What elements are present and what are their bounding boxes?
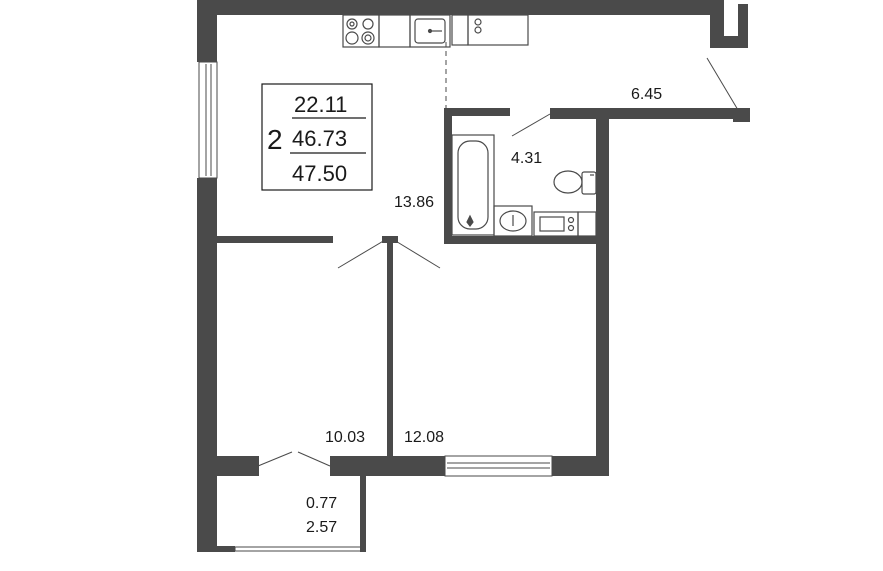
wall-bottom-left (197, 456, 259, 476)
window-left (198, 61, 218, 179)
wall-bottom-right (552, 456, 609, 476)
wall-right-corridor (550, 108, 750, 119)
legend-total-area-with-balcony: 47.50 (292, 161, 347, 186)
legend-total-area: 46.73 (292, 126, 347, 151)
kitchen-sink-icon (409, 14, 451, 48)
wall-balcony-right (360, 472, 366, 552)
legend-rooms-count: 2 (267, 124, 283, 155)
windows (198, 61, 553, 552)
room-area-bathroom: 4.31 (511, 150, 542, 167)
wall-bath-bottom (444, 236, 602, 244)
kitchen-fixtures (342, 14, 529, 48)
bathtub-icon (451, 134, 495, 236)
toilet-icon (553, 170, 597, 195)
wall-top (197, 0, 712, 15)
wall-bath-left (444, 108, 452, 244)
balcony-area-full: 2.57 (306, 519, 337, 536)
walls (197, 0, 750, 552)
room-area-hallway: 6.45 (631, 86, 662, 103)
wall-right (596, 110, 609, 476)
room-area-kitchen-living: 13.86 (394, 194, 434, 211)
wall-bottom-middle (330, 456, 445, 476)
wall-partition-vertical (387, 236, 393, 462)
door-bedroom-right-swing (393, 239, 441, 269)
wall-far-right-stub (738, 4, 748, 48)
wall-bath-top-left (444, 108, 510, 116)
room-area-bedroom-right: 12.08 (404, 429, 444, 446)
bathroom-fixtures (451, 134, 597, 237)
doors (257, 42, 739, 467)
stove-icon (342, 14, 380, 48)
wall-left-upper (197, 0, 217, 62)
countertop (378, 14, 411, 48)
washbasin-icon (493, 205, 533, 237)
wall-left-lower (197, 178, 217, 478)
room-labels: 13.86 4.31 6.45 10.03 12.08 0.77 2.57 (306, 86, 662, 536)
wall-partition-horizontal (217, 236, 333, 243)
wall-balcony-bottom (197, 546, 235, 552)
window-balcony (234, 546, 360, 552)
window-bottom (444, 455, 553, 477)
door-entrance-swing (706, 57, 739, 111)
fridge-icon (451, 14, 529, 46)
door-bedroom-left-swing (337, 239, 386, 269)
door-balcony-swing-right (297, 451, 331, 467)
door-bathroom-swing (511, 113, 551, 137)
wall-corridor-end (733, 108, 750, 122)
washing-machine-icon (533, 211, 579, 237)
legend-living-area: 22.11 (294, 92, 347, 117)
room-area-bedroom-left: 10.03 (325, 429, 365, 446)
bathroom-shelf (577, 211, 597, 237)
area-legend: 2 22.11 46.73 47.50 (261, 83, 373, 191)
wall-balcony-left (197, 470, 217, 552)
door-balcony-swing-left (257, 451, 293, 467)
balcony-area-reduced: 0.77 (306, 495, 337, 512)
